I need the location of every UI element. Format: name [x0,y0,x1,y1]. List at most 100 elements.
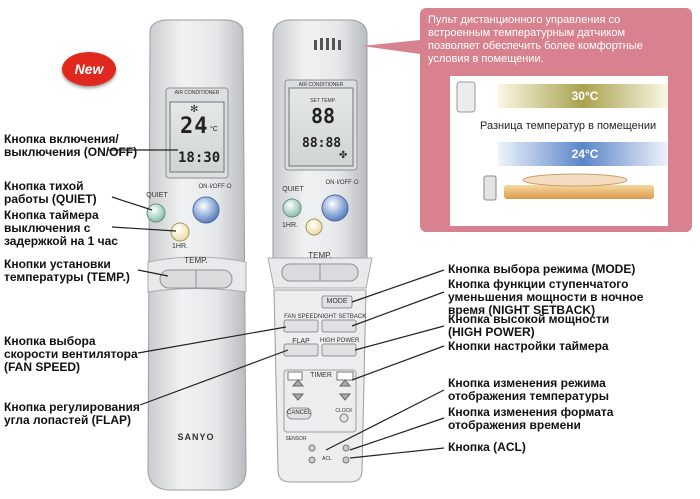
label-line: Кнопка таймера [4,208,99,222]
remote-left-temp-up-button[interactable] [196,270,232,288]
remote-right-1hr-button[interactable] [306,219,322,235]
cancel-label: CANCEL [287,410,312,416]
night-setback-label: NIGHT SETBACK [318,314,367,320]
label-line: угла лопастей (FLAP) [4,413,131,427]
remote-left-quiet-button[interactable] [147,204,165,222]
label-flap: Кнопка регулирования угла лопастей (FLAP… [4,401,140,427]
remote-right [267,19,373,483]
remote-left-title: AIR CONDITIONER [174,90,220,96]
label-line: Кнопка включения/ [4,132,119,146]
remote-right-temp-down-button[interactable] [282,264,320,281]
acl-label: ACL [322,456,332,462]
info-box [362,8,692,232]
remote-left-temp: 24 [180,114,209,139]
leader-lines-right [325,269,445,459]
remote-right-1hr-label: 1HR. [282,222,298,229]
label-line: (HIGH POWER) [448,325,535,339]
label-fan-speed: Кнопка выбора скорости вентилятора (FAN … [4,335,138,374]
info-line: Пульт дистанционного управления со [428,14,621,26]
remote-left-brand: SANYO [177,432,215,442]
remote-right-quiet-label: QUIET [282,186,304,193]
night-setback-button[interactable] [322,320,356,332]
label-line: Кнопка функции ступенчатого [448,277,629,291]
remote-left-quiet-label: QUIET [146,192,168,199]
remote-right-temp-up-button[interactable] [320,264,358,281]
clock-button[interactable] [339,413,349,423]
label-line: время (NIGHT SETBACK) [448,303,596,317]
mode-button[interactable] [322,296,352,308]
cancel-button[interactable] [287,408,311,419]
flap-label: FLAP [292,338,310,345]
flap-button[interactable] [284,344,318,356]
remote-right-onoff-button[interactable] [322,195,348,221]
remote-right-time: 88:88 [302,136,342,151]
high-power-button[interactable] [322,344,356,356]
label-onoff: Кнопка включения/ выключения (ON/OFF) [4,133,137,159]
high-power-label: HIGH POWER [320,338,360,344]
remote-left-temp-unit: °C [210,126,218,133]
snowflake-icon: ✻ [190,104,199,115]
remote-right-quiet-button[interactable] [283,199,301,217]
label-high-power: Кнопка высокой мощности (HIGH POWER) [448,313,609,339]
timer-on-up-button[interactable] [292,380,304,388]
timer-on-down-button[interactable] [292,392,304,400]
label-line: температуры (TEMP.) [4,270,130,284]
label-line: выключения (ON/OFF) [4,145,138,159]
label-line: Кнопка высокой мощности [448,312,610,326]
info-line: условия в помещении. [428,53,544,65]
mode-label: MODE [326,298,348,305]
remote-left [146,19,247,491]
label-line: задержкой на 1 час [4,234,118,248]
label-line: Кнопка тихой [4,179,84,193]
temp-diff-caption: Разница температур в помещении [480,120,657,132]
remote-right-temp-label: TEMP. [308,251,332,260]
label-quiet: Кнопка тихой работы (QUIET) [4,180,97,206]
remote-right-title: AIR CONDITIONER [298,82,344,88]
label-temp: Кнопки установки температуры (TEMP.) [4,258,130,284]
label-1hr-timer: Кнопка таймера выключения с задержкой на… [4,209,118,248]
label-mode: Кнопка выбора режима (MODE) [448,263,635,276]
remote-right-temp: 88 [311,104,336,128]
fan-icon: ✤ [339,150,348,161]
remote-left-1hr-button[interactable] [171,223,189,241]
label-line: Кнопка выбора режима (MODE) [448,262,636,276]
temp-low-label: 24°C [571,147,599,161]
label-line: Кнопка изменения формата [448,405,614,419]
new-badge: New [62,52,116,86]
new-badge-text: New [74,61,104,77]
remote-left-temp-label: TEMP. [184,256,208,265]
info-box-text: Пульт дистанционного управления со встро… [428,14,690,66]
label-line: отображения температуры [448,389,609,403]
temp-display-mode-button[interactable] [308,444,316,452]
label-timer: Кнопки настройки таймера [448,340,609,353]
remote-left-onoff-label: ON·I/OFF·O [198,184,232,190]
acl-button[interactable] [342,456,350,464]
timer-off-up-button[interactable] [339,380,351,388]
label-line: отображения времени [448,418,581,432]
sensor-label: SENSOR [285,436,307,442]
label-line: (FAN SPEED) [4,360,81,374]
remote-right-onoff-label: ON·I/OFF·O [325,180,359,186]
info-line: встроенным температурным датчиком [428,27,626,39]
fan-speed-button[interactable] [284,320,318,332]
label-line: Кнопка изменения режима [448,376,606,390]
time-format-button[interactable] [342,444,350,452]
label-line: Кнопки установки [4,257,111,271]
label-temp-display-mode: Кнопка изменения режима отображения темп… [448,377,609,403]
remote-left-temp-down-button[interactable] [160,270,196,288]
label-line: работы (QUIET) [4,192,97,206]
temp-high-label: 30°C [571,89,599,103]
remote-left-onoff-button[interactable] [193,197,219,223]
timer-off-down-button[interactable] [339,392,351,400]
remote-left-time: 18:30 [178,150,221,166]
label-line: Кнопка (ACL) [448,440,526,454]
fan-speed-label: FAN SPEED [284,314,318,320]
leader-lines-left [108,149,289,406]
label-time-format: Кнопка изменения формата отображения вре… [448,406,613,432]
label-line: Кнопка выбора [4,334,96,348]
label-line: Кнопка регулирования [4,400,140,414]
label-acl: Кнопка (ACL) [448,441,526,454]
remote-left-1hr-label: 1HR. [172,243,188,250]
clock-label: CLOCK [335,408,353,414]
